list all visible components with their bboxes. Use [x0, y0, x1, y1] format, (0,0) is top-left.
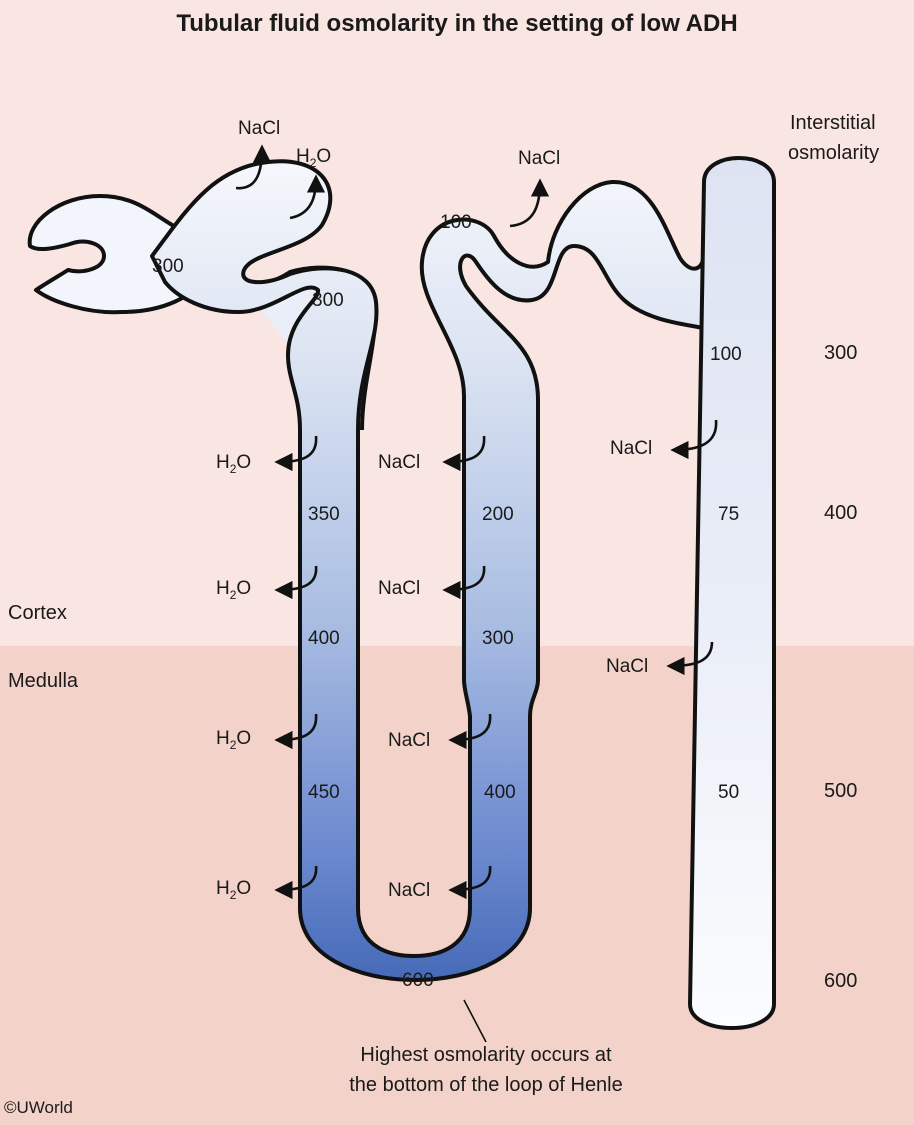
- label-nacl-asc-4: NaCl: [388, 880, 431, 901]
- value-proximal-300: 300: [312, 290, 344, 311]
- label-nacl-cd-2: NaCl: [606, 656, 649, 677]
- label-nacl-cd-1: NaCl: [610, 438, 653, 459]
- label-h2o-3: H2O: [216, 728, 252, 752]
- annotation-line2: the bottom of the loop of Henle: [349, 1074, 623, 1096]
- arrow-nacl-top-left: [235, 144, 272, 190]
- arrow-h2o-1: [274, 435, 318, 472]
- label-nacl-asc-3: NaCl: [388, 730, 431, 751]
- interstitial-300: 300: [824, 342, 858, 364]
- label-h2o-1: H2O: [216, 452, 252, 476]
- interstitial-500: 500: [824, 780, 858, 802]
- value-cd-100: 100: [710, 344, 742, 365]
- collecting-duct: [688, 156, 776, 1030]
- medulla-label: Medulla: [8, 670, 79, 692]
- arrow-nacl-cd-1: [670, 419, 718, 460]
- value-cd-50: 50: [718, 782, 740, 803]
- value-bowman-300: 300: [152, 256, 184, 277]
- arrow-nacl-asc-4: [448, 865, 492, 900]
- label-h2o-2: H2O: [216, 578, 252, 602]
- value-asc-200: 200: [482, 504, 514, 525]
- loop-tube: [150, 159, 706, 982]
- arrow-nacl-asc-1: [442, 435, 486, 472]
- interstitial-400: 400: [824, 502, 858, 524]
- value-distal-100: 100: [440, 212, 472, 233]
- annotation-pointer: [463, 999, 487, 1043]
- arrow-nacl-asc-2: [442, 565, 486, 600]
- copyright: ©UWorld: [4, 1098, 73, 1117]
- label-h2o-top: H2O: [296, 146, 332, 170]
- arrow-nacl-cd-2: [666, 641, 714, 676]
- value-bottom-600: 600: [402, 970, 434, 991]
- value-cd-75: 75: [718, 504, 740, 525]
- arrow-h2o-top: [289, 174, 326, 220]
- label-nacl-asc-2: NaCl: [378, 578, 421, 599]
- diagram-title: Tubular fluid osmolarity in the setting …: [176, 10, 738, 37]
- arrow-nacl-distal: [509, 178, 550, 228]
- interstitial-label-line2: osmolarity: [788, 142, 880, 164]
- value-desc-350: 350: [308, 504, 340, 525]
- arrow-h2o-2: [274, 565, 318, 600]
- value-asc-400: 400: [484, 782, 516, 803]
- interstitial-label-line1: Interstitial: [790, 112, 876, 134]
- label-nacl-top-left: NaCl: [238, 118, 281, 139]
- label-nacl-asc-1: NaCl: [378, 452, 421, 473]
- label-nacl-distal: NaCl: [518, 148, 561, 169]
- value-desc-400: 400: [308, 628, 340, 649]
- cortex-label: Cortex: [8, 602, 67, 624]
- transport-arrows: [235, 144, 718, 900]
- arrow-h2o-4: [274, 865, 318, 900]
- annotation-line1: Highest osmolarity occurs at: [360, 1044, 612, 1066]
- label-h2o-4: H2O: [216, 878, 252, 902]
- value-desc-450: 450: [308, 782, 340, 803]
- arrow-h2o-3: [274, 713, 318, 750]
- value-asc-300: 300: [482, 628, 514, 649]
- interstitial-600: 600: [824, 970, 858, 992]
- arrow-nacl-asc-3: [448, 713, 492, 750]
